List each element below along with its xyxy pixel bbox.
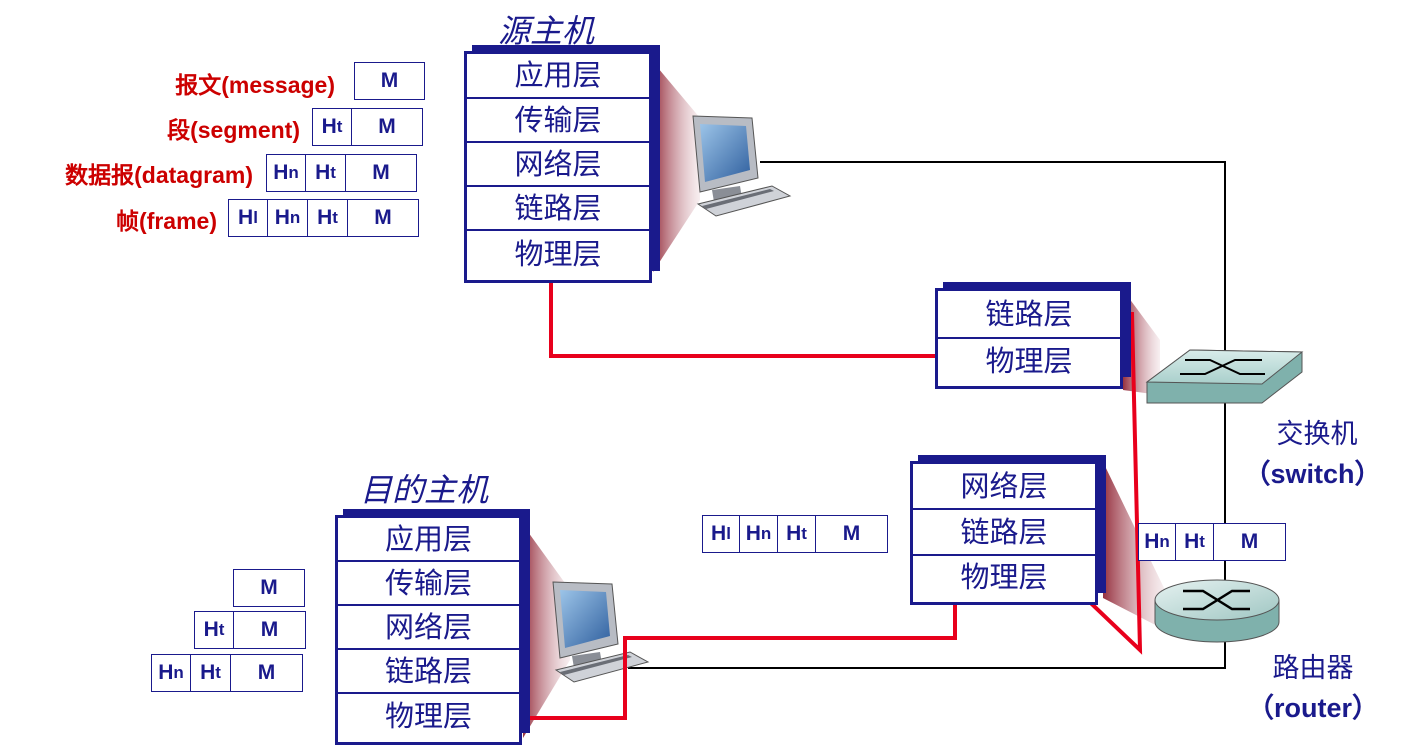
dest-beam <box>523 525 570 738</box>
payload-cell: M <box>231 654 303 692</box>
legend-label-frame: 帧(frame) <box>116 208 217 234</box>
source-layer-application: 应用层 <box>467 54 649 99</box>
dest-layer-network: 网络层 <box>338 606 519 650</box>
switch-stack: 链路层 物理层 <box>935 282 1131 389</box>
header-letter: H <box>786 522 802 545</box>
switch-icon <box>1145 349 1304 404</box>
network-links <box>628 161 1226 669</box>
header-letter: H <box>315 161 331 184</box>
source-layer-network: 网络层 <box>467 143 649 187</box>
header-letter: H <box>200 661 216 684</box>
dest-host-title: 目的主机 <box>360 471 489 509</box>
payload-cell: M <box>816 515 888 553</box>
source-layer-link: 链路层 <box>467 187 649 231</box>
header-letter: H <box>1144 530 1160 553</box>
header-letter: H <box>238 206 254 229</box>
router-label-en: （router） <box>1246 693 1379 723</box>
payload-cell: M <box>354 62 425 100</box>
payload-cell: M <box>233 569 305 607</box>
switch-layer-link: 链路层 <box>938 291 1120 339</box>
header-letter: H <box>745 522 761 545</box>
dest-layer-application: 应用层 <box>338 518 519 562</box>
router-layer-physical: 物理层 <box>960 560 1048 594</box>
header-letter: H <box>317 206 333 229</box>
router-layer-link: 链路层 <box>913 510 1095 556</box>
source-layer-physical: 物理层 <box>514 237 602 271</box>
payload-cell: M <box>234 611 306 649</box>
header-letter: H <box>274 206 290 229</box>
payload-cell: M <box>348 199 419 237</box>
router-stack: 网络层 链路层 物理层 <box>910 455 1106 605</box>
source-host-stack: 应用层 传输层 网络层 链路层 物理层 <box>464 45 660 283</box>
payload-cell: M <box>346 154 417 192</box>
packet-dest-message: M <box>233 569 305 607</box>
dest-layer-transport: 传输层 <box>338 562 519 606</box>
header-letter: H <box>711 522 727 545</box>
source-host-title: 源主机 <box>498 12 595 50</box>
header-letter: H <box>158 661 174 684</box>
source-beam <box>653 62 700 272</box>
legend-label-message: 报文(message) <box>175 72 335 98</box>
switch-layer-physical: 物理层 <box>985 344 1073 378</box>
dest-layer-physical: 物理层 <box>384 699 472 733</box>
source-layer-transport: 传输层 <box>467 99 649 143</box>
header-letter: H <box>321 115 337 138</box>
router-label: 路由器 <box>1272 653 1354 684</box>
router-layer-network: 网络层 <box>913 464 1095 510</box>
payload-cell: M <box>352 108 423 146</box>
legend-label-segment: 段(segment) <box>167 117 300 143</box>
header-letter: H <box>203 618 219 641</box>
dest-host-stack: 应用层 传输层 网络层 链路层 物理层 <box>335 509 530 745</box>
source-computer-icon <box>692 115 792 217</box>
packet-message: M <box>354 62 425 100</box>
payload-cell: M <box>1214 523 1286 561</box>
dest-layer-link: 链路层 <box>338 650 519 694</box>
header-letter: H <box>273 161 289 184</box>
router-beam <box>1103 462 1165 630</box>
legend-label-datagram: 数据报(datagram) <box>65 162 253 188</box>
header-letter: H <box>1184 530 1200 553</box>
router-icon <box>1154 579 1280 643</box>
switch-label: 交换机 <box>1276 419 1358 450</box>
switch-label-en: （switch） <box>1243 459 1382 489</box>
